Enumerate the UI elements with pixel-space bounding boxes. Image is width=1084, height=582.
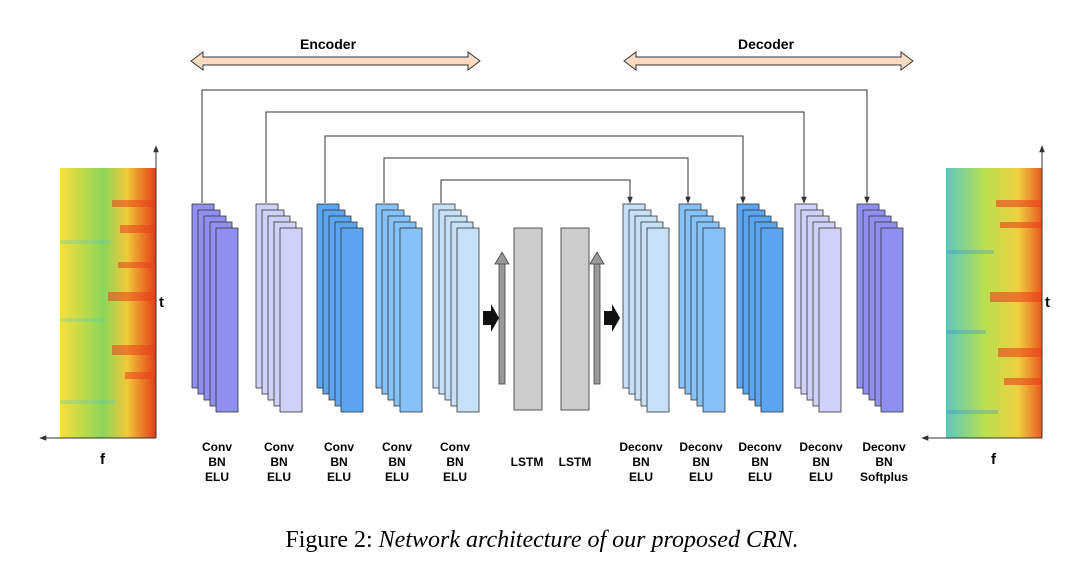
layer-block-10 (856, 203, 904, 413)
caption-prefix: Figure 2: (285, 527, 379, 553)
caption-text: Network architecture of our proposed CRN… (378, 527, 799, 553)
output-f-label: f (991, 451, 996, 468)
feature-map-layer (880, 227, 904, 413)
skip-connection-4 (383, 157, 691, 204)
layer-blocks (191, 203, 904, 413)
figure-caption: Figure 2: Network architecture of our pr… (0, 527, 1084, 554)
feature-map-layer (456, 227, 480, 413)
feature-map-layer (340, 227, 364, 413)
layer-block-7 (678, 203, 726, 413)
reshape-arrow-right (604, 304, 620, 332)
output-spectrogram-streaks (946, 250, 998, 414)
layer-block-4 (375, 203, 423, 413)
reshape-arrow-left (483, 304, 499, 332)
input-t-label: t (159, 294, 164, 311)
lstm-output-arrow (589, 251, 605, 385)
decoder-range-arrow (623, 51, 914, 71)
feature-map-layer (279, 227, 303, 413)
output-spectrogram (946, 168, 1042, 438)
block-label-lstm-1: LSTM (510, 455, 544, 469)
layer-block-3 (316, 203, 364, 413)
layer-block-1 (191, 203, 239, 413)
layer-block-6 (622, 203, 670, 413)
lstm-input-arrow (494, 251, 510, 385)
skip-connections (201, 89, 870, 204)
input-spectrogram-bands (108, 200, 156, 379)
encoder-range-arrow (190, 51, 481, 71)
output-spectrogram-bands (990, 200, 1042, 385)
layer-block-5 (432, 203, 480, 413)
input-spectrogram (60, 168, 156, 438)
lstm-1-box (513, 227, 543, 411)
feature-map-layer (702, 227, 726, 413)
feature-map-layer (760, 227, 784, 413)
skip-connection-3 (324, 135, 746, 204)
layer-block-8 (736, 203, 784, 413)
lstm-2-box (560, 227, 590, 411)
feature-map-layer (818, 227, 842, 413)
feature-map-layer (646, 227, 670, 413)
feature-map-layer (215, 227, 239, 413)
input-f-label: f (100, 451, 105, 468)
input-spectrogram-streaks (60, 240, 115, 404)
layer-block-9 (794, 203, 842, 413)
layer-block-2 (255, 203, 303, 413)
skip-connection-2 (265, 111, 807, 204)
skip-connection-1 (201, 89, 870, 204)
encoder-label: Encoder (300, 36, 357, 52)
block-label-lstm-2: LSTM (558, 455, 592, 469)
output-t-label: t (1045, 294, 1050, 311)
skip-connection-5 (440, 179, 633, 204)
decoder-label: Decoder (738, 36, 795, 52)
feature-map-layer (399, 227, 423, 413)
